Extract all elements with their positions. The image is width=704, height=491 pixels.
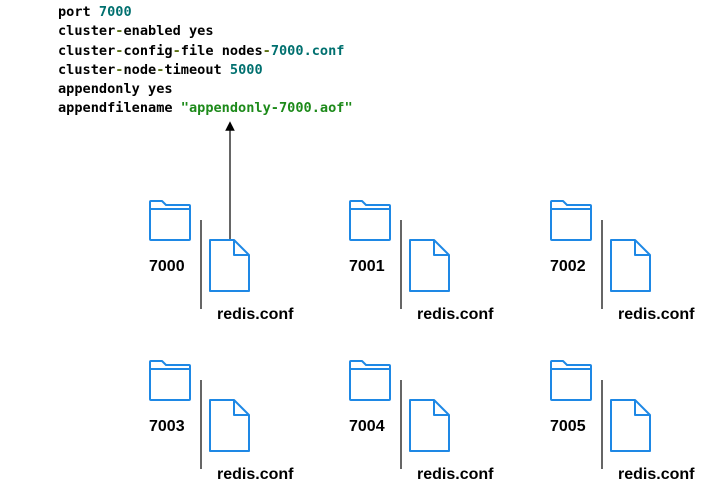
config-token: port: [58, 4, 99, 20]
config-token: config: [123, 42, 173, 59]
file-icon: [409, 239, 450, 292]
node-file-label: redis.conf: [618, 306, 695, 323]
folder-icon: [149, 360, 191, 401]
config-token: enabled yes: [123, 23, 214, 40]
node-dir-label: 7005: [550, 418, 586, 435]
config-token: "appendonly-7000.aof": [180, 100, 353, 117]
config-token: cluster: [58, 42, 116, 59]
node-dir-label: 7003: [149, 418, 185, 435]
config-token: timeout: [164, 61, 230, 78]
folder-icon: [149, 200, 191, 241]
config-line: appendfilename "appendonly-7000.aof": [58, 99, 353, 118]
config-token: cluster: [58, 23, 116, 40]
node-file-label: redis.conf: [417, 306, 494, 323]
node-file-label: redis.conf: [618, 466, 695, 483]
config-token: -: [156, 61, 165, 78]
config-token: 7000: [270, 42, 304, 59]
node-dir-label: 7001: [349, 258, 385, 275]
file-icon: [610, 239, 651, 292]
node-dir-label: 7000: [149, 258, 185, 275]
config-token: -: [115, 42, 124, 59]
config-token: 7000: [98, 4, 132, 20]
config-token: -: [172, 42, 181, 59]
node-dir-label: 7002: [550, 258, 586, 275]
config-token: -: [115, 61, 124, 78]
folder-icon: [550, 200, 592, 241]
file-icon: [209, 399, 250, 452]
folder-icon: [550, 360, 592, 401]
folder-icon: [349, 360, 391, 401]
config-line: cluster-enabled yes: [58, 22, 353, 41]
config-token: node: [123, 61, 157, 78]
node-file-label: redis.conf: [417, 466, 494, 483]
node-dir-label: 7004: [349, 418, 385, 435]
config-token: -: [262, 42, 271, 59]
config-token: -: [115, 23, 124, 40]
file-icon: [409, 399, 450, 452]
config-token: file nodes: [180, 42, 263, 59]
config-token: appendfilename: [58, 100, 181, 117]
node-file-label: redis.conf: [217, 466, 294, 483]
config-line: cluster-config-file nodes-7000.conf: [58, 42, 353, 61]
config-token: appendonly yes: [58, 81, 173, 98]
file-icon: [610, 399, 651, 452]
config-line: port 7000: [58, 3, 353, 22]
config-token: cluster: [58, 61, 116, 78]
config-token: .conf: [303, 42, 345, 59]
config-line: cluster-node-timeout 5000: [58, 61, 353, 80]
config-line: appendonly yes: [58, 80, 353, 99]
config-token: 5000: [229, 61, 263, 78]
folder-icon: [349, 200, 391, 241]
node-file-label: redis.conf: [217, 306, 294, 323]
file-icon: [209, 239, 250, 292]
